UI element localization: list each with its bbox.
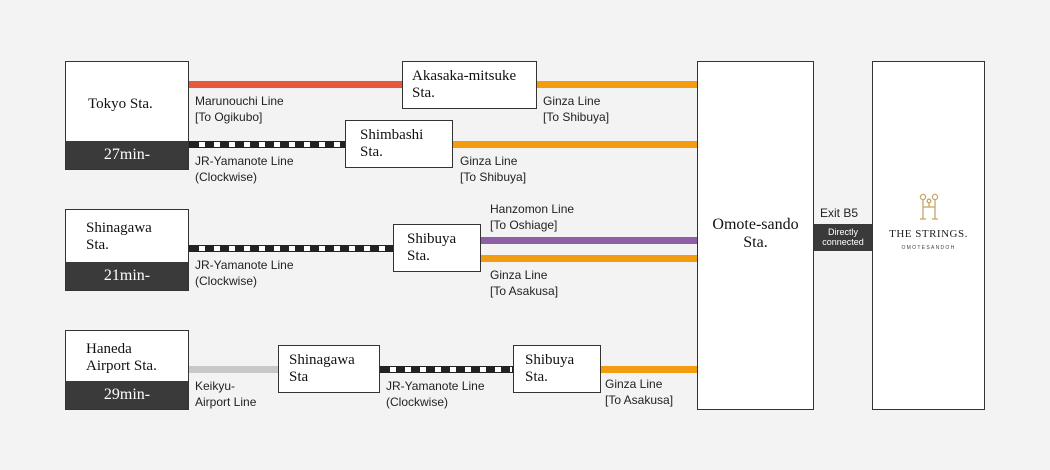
origin-tokyo: Tokyo Sta. 27min- (65, 61, 189, 170)
keikyu-airport-line (189, 366, 278, 373)
jr-yamanote-line-tokyo-label: JR-Yamanote Line (Clockwise) (195, 154, 294, 184)
destination-name: THE STRINGS. (889, 228, 968, 240)
station-shimbashi: Shimbashi Sta. (345, 120, 453, 168)
destination-subname: OMOTESANDOH (901, 245, 956, 251)
ginza-line-akasaka-label: Ginza Line [To Shibuya] (543, 94, 610, 124)
station-omote-sando: Omote-sando Sta. (697, 61, 814, 410)
hanzomon-line (481, 237, 697, 244)
jr-yamanote-line-tokyo (189, 141, 345, 148)
ginza-line-shimbashi-label: Ginza Line [To Shibuya] (460, 154, 527, 184)
station-shibuya-row3-name: Shibuya Sta. (525, 352, 575, 385)
keikyu-airport-line-label: Keikyu- Airport Line (195, 379, 257, 409)
origin-haneda-time: 29min- (66, 381, 188, 409)
station-shibuya-row2-name: Shibuya Sta. (407, 231, 457, 264)
ginza-line-shibuya-row2-label: Ginza Line [To Asakusa] (490, 268, 559, 298)
origin-haneda-name: Haneda Airport Sta. (86, 341, 157, 374)
hanzomon-line-label: Hanzomon Line [To Oshiage] (490, 202, 575, 232)
directly-connected-badge: Directly connected (814, 224, 872, 251)
station-akasaka-mitsuke-name: Akasaka-mitsuke Sta. (412, 68, 517, 101)
exit-b5-label: Exit B5 (820, 206, 859, 220)
origin-shinagawa-name: Shinagawa Sta. (86, 220, 152, 253)
station-shimbashi-name: Shimbashi Sta. (360, 127, 424, 160)
jr-yamanote-line-haneda (380, 366, 513, 373)
origin-tokyo-name: Tokyo Sta. (88, 96, 153, 112)
ginza-line-shimbashi (453, 141, 697, 148)
origin-shinagawa-time: 21min- (66, 262, 188, 290)
marunouchi-line-label: Marunouchi Line [To Ogikubo] (195, 94, 284, 124)
station-shinagawa-row3-name: Shinagawa Sta (289, 352, 355, 385)
jr-yamanote-line-haneda-label: JR-Yamanote Line (Clockwise) (386, 379, 485, 409)
marunouchi-line (189, 81, 402, 88)
origin-tokyo-time: 27min- (66, 141, 188, 169)
ginza-line-shibuya-row3 (601, 366, 697, 373)
destination-the-strings: THE STRINGS. OMOTESANDOH (872, 61, 985, 410)
ginza-line-shibuya-row2 (481, 255, 697, 262)
origin-shinagawa: Shinagawa Sta. 21min- (65, 209, 189, 291)
station-akasaka-mitsuke: Akasaka-mitsuke Sta. (402, 61, 537, 109)
station-shibuya-row2: Shibuya Sta. (393, 224, 481, 272)
the-strings-logo-icon (919, 193, 939, 220)
station-shinagawa-row3: Shinagawa Sta (278, 345, 380, 393)
station-shibuya-row3: Shibuya Sta. (513, 345, 601, 393)
ginza-line-akasaka (537, 81, 697, 88)
jr-yamanote-line-shinagawa-label: JR-Yamanote Line (Clockwise) (195, 258, 294, 288)
station-omote-sando-name: Omote-sando Sta. (712, 216, 799, 251)
jr-yamanote-line-shinagawa (189, 245, 393, 252)
ginza-line-shibuya-row3-label: Ginza Line [To Asakusa] (605, 377, 674, 407)
origin-haneda: Haneda Airport Sta. 29min- (65, 330, 189, 410)
